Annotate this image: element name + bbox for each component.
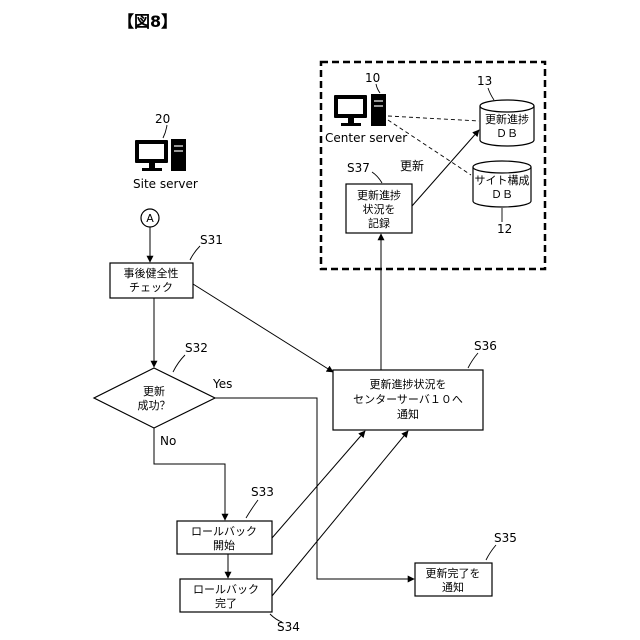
step-s32-yes-label: Yes [212, 377, 232, 391]
step-s35-line2: 通知 [442, 580, 464, 594]
step-s31-id: S31 [200, 233, 223, 247]
step-s36-line3: 通知 [397, 407, 419, 421]
site-server-computer-icon [135, 139, 186, 171]
step-s32-line1: 更新 [143, 384, 165, 398]
progress-db-ref: 13 [477, 74, 492, 88]
site-config-db-label-line1: サイト構成 [475, 174, 530, 187]
step-s35-line1: 更新完了を [426, 566, 481, 580]
arrow-s31-to-s36 [193, 284, 333, 372]
arrow-s34-to-s36 [272, 431, 408, 596]
step-s37-line2: 状況を [363, 202, 396, 216]
step-s31-line2: チェック [129, 281, 173, 294]
step-s31-line1: 事後健全性 [124, 266, 179, 280]
step-s32-id: S32 [185, 341, 208, 355]
arrow-s33-to-s36 [272, 431, 365, 538]
site-server-ref: 20 [155, 112, 170, 126]
step-s34-line2: 完了 [215, 596, 237, 610]
progress-db-label-line1: 更新進捗 [485, 112, 529, 126]
step-s33-line2: 開始 [213, 538, 235, 552]
site-server-label: Site server [133, 177, 198, 191]
step-s33-line1: ロールバック [191, 525, 257, 538]
step-s34-line1: ロールバック [193, 583, 259, 596]
connector-a-label: A [146, 212, 154, 225]
step-s37-id: S37 [347, 161, 370, 175]
center-server-ref: 10 [365, 71, 380, 85]
step-s32-line2: 成功？ [138, 399, 171, 412]
step-s34-id: S34 [277, 620, 300, 634]
step-s33-id: S33 [251, 485, 274, 499]
step-s32-decision [94, 368, 215, 428]
step-s35-id: S35 [494, 531, 517, 545]
step-s36-id: S36 [474, 339, 497, 353]
center-server-computer-icon [334, 94, 386, 126]
step-s36-line1: 更新進捗状況を [370, 377, 447, 391]
step-s36-line2: センターサーバ１０へ [353, 393, 463, 406]
step-s32-no-label: No [160, 434, 176, 448]
site-config-db-ref: 12 [497, 222, 512, 236]
figure-title: 【図8】 [118, 12, 177, 31]
center-server-label: Center server [325, 131, 407, 145]
progress-db-label-line2: ＤＢ [496, 127, 518, 140]
step-s37-line3: 記録 [368, 216, 390, 230]
center-to-progress-db-link [388, 116, 479, 121]
site-config-db-label-line2: ＤＢ [491, 188, 513, 201]
arrow-update-label: 更新 [400, 158, 424, 173]
step-s37-line1: 更新進捗 [357, 188, 401, 202]
